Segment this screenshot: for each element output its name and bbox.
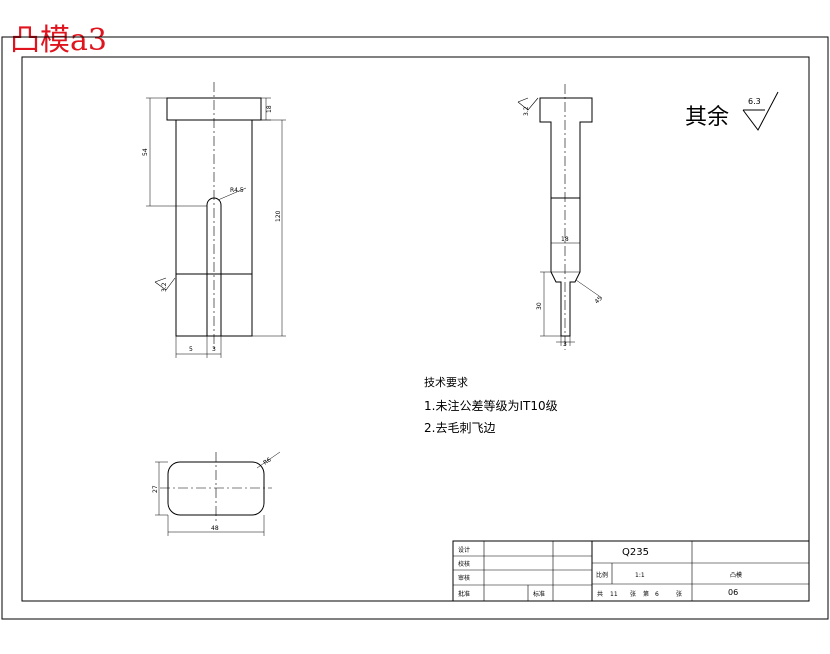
- tb-material: Q235: [622, 547, 649, 558]
- title-block: 设计 校核 审核 批准 标准 Q235 比例 1:1 凸模 共 11 张 第 6…: [452, 540, 810, 602]
- dim-total: 120: [275, 210, 282, 222]
- tb-sheet-label: 张: [630, 590, 636, 598]
- top-dim-radius: R6: [262, 456, 273, 466]
- top-dim-width: 48: [211, 525, 219, 532]
- roughness-value: 6.3: [748, 97, 761, 106]
- top-dim-height: 27: [152, 485, 159, 493]
- front-view: 18 54 120 R4.5 5 3 3.2: [142, 82, 286, 358]
- tb-sheet-no-label: 第: [643, 590, 649, 598]
- section-dim-angle: 45: [593, 295, 603, 305]
- tb-design: 设计: [458, 546, 470, 554]
- technical-notes: 技术要求 1.未注公差等级为IT10级 2.去毛刺飞边: [424, 376, 558, 435]
- tb-scale-value: 1:1: [635, 572, 645, 579]
- tb-total-label: 共: [597, 590, 603, 598]
- notes-item-2: 2.去毛刺飞边: [424, 421, 495, 435]
- tb-drawing-no: 06: [728, 588, 738, 597]
- notes-heading: 技术要求: [424, 376, 468, 389]
- tb-check: 校核: [458, 560, 470, 568]
- tb-standard: 标准: [533, 590, 545, 598]
- tb-approve: 批准: [458, 590, 470, 598]
- dim-left: 5: [189, 346, 193, 353]
- drawing-title: 凸模a3: [10, 23, 107, 58]
- section-hatched: [539, 97, 593, 199]
- section-dim-width: 18: [561, 236, 569, 243]
- tb-audit: 审核: [458, 574, 470, 582]
- dim-upper: 54: [142, 148, 149, 156]
- roughness-label: 其余: [685, 105, 729, 130]
- section-roughness: 3.2: [523, 106, 530, 116]
- notes-item-1: 1.未注公差等级为IT10级: [424, 398, 558, 413]
- tb-scale-label: 比例: [596, 571, 608, 579]
- section-dim-length: 30: [536, 302, 543, 310]
- top-view: 27 48 R6: [152, 451, 281, 536]
- tb-part-name: 凸模: [730, 571, 742, 579]
- inner-frame: [21, 56, 810, 602]
- front-roughness: 3.2: [161, 282, 168, 292]
- section-dim-tip: 3: [563, 341, 567, 348]
- dim-head: 18: [266, 105, 273, 113]
- tb-total-value: 11: [610, 591, 618, 598]
- tb-sheet-value: 6: [655, 591, 659, 598]
- outer-frame: [1, 36, 829, 620]
- dim-radius: R4.5: [230, 187, 244, 194]
- dim-slot: 3: [212, 346, 216, 353]
- section-view: 18 30 45 3 3.2: [517, 84, 604, 350]
- tb-page-label: 张: [676, 590, 682, 598]
- general-roughness: 其余 6.3: [685, 91, 779, 131]
- section-lower: [550, 198, 581, 337]
